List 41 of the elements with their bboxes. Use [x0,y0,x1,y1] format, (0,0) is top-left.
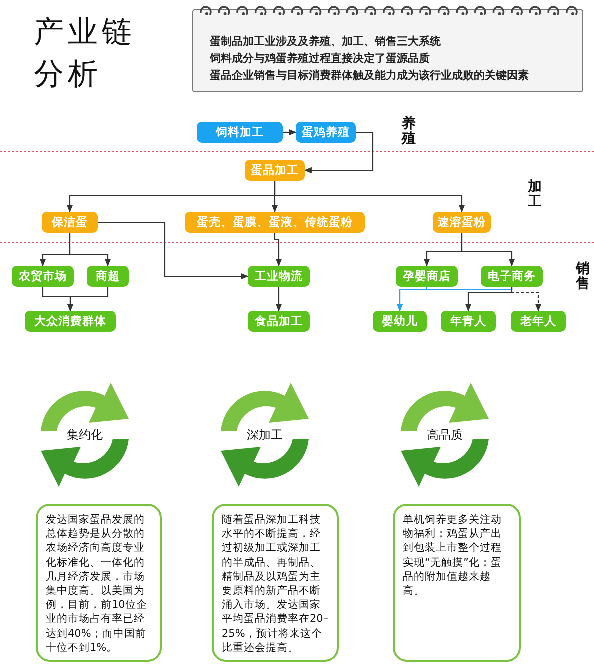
concept-label: 高品质 [415,425,475,445]
process-box: 婴幼儿 [373,311,427,332]
arrow [69,233,112,267]
process-box: 老年人 [511,311,566,332]
arrow [276,287,282,312]
process-box: 农贸市场 [12,266,74,287]
process-box: 蛋品加工 [245,160,305,181]
process-box: 蛋壳、蛋膜、蛋液、传统蛋粉 [185,212,365,233]
stage-label: 养殖 [402,117,416,148]
process-box: 速溶蛋粉 [433,212,491,233]
arrow [465,287,513,312]
arrow [511,287,542,312]
note-text: 饲料成分与鸡蛋养殖过程直接决定了蛋源品质 [210,51,430,66]
process-box: 保洁蛋 [42,212,98,233]
process-box: 食品加工 [248,311,310,332]
arrow [274,181,466,213]
process-box: 蛋鸡养殖 [296,122,356,143]
stage-label: 销售 [576,262,590,293]
process-box: 大众消费群体 [25,311,116,332]
arrow [67,287,109,312]
stage-label: 加工 [528,180,542,211]
concept-label: 深加工 [235,425,295,445]
process-box: 商超 [87,266,129,287]
arrow [304,132,374,174]
description-card: 单机饲养更多关注动物福利；鸡蛋从产出到包装上市整个过程实现“无触摸”化；蛋品的附加值越来越高。 [393,504,521,662]
arrow [274,233,282,267]
note-text: 蛋品企业销售与目标消费群体触及能力成为该行业成败的关键因素 [210,68,529,83]
process-box: 孕婴商店 [396,266,458,287]
process-box: 工业物流 [248,266,310,287]
process-box: 年青人 [441,311,496,332]
arrow [396,287,513,312]
arrow [98,222,249,280]
concept-label: 集约化 [55,425,115,445]
process-box: 电子商务 [481,266,543,287]
description-card: 发达国家蛋品发展的总体趋势是从分散的农场经济向高度专业化标准化、一体化的几月经济发展，市场集中度高。以美国为例，目前，前10位企业的市场占有率已经达到40%；而中国前十位不到1%。 [36,504,162,662]
process-box: 饲料加工 [197,122,283,143]
page-title: 产业链分析 [34,14,137,94]
arrow [283,129,297,136]
description-card: 随着蛋品深加工科技水平的不断提高，经过初级加工或深加工的半成品、再制品、精制品及以鸡蛋为主要原料的新产品不断涌入市场。发达国家平均蛋品消费率在20–25%，预计将来这个比重还会提高。 [212,504,339,662]
arrow [461,233,516,267]
note-text: 蛋制品加工业涉及及养殖、加工、销售三大系统 [210,34,441,49]
